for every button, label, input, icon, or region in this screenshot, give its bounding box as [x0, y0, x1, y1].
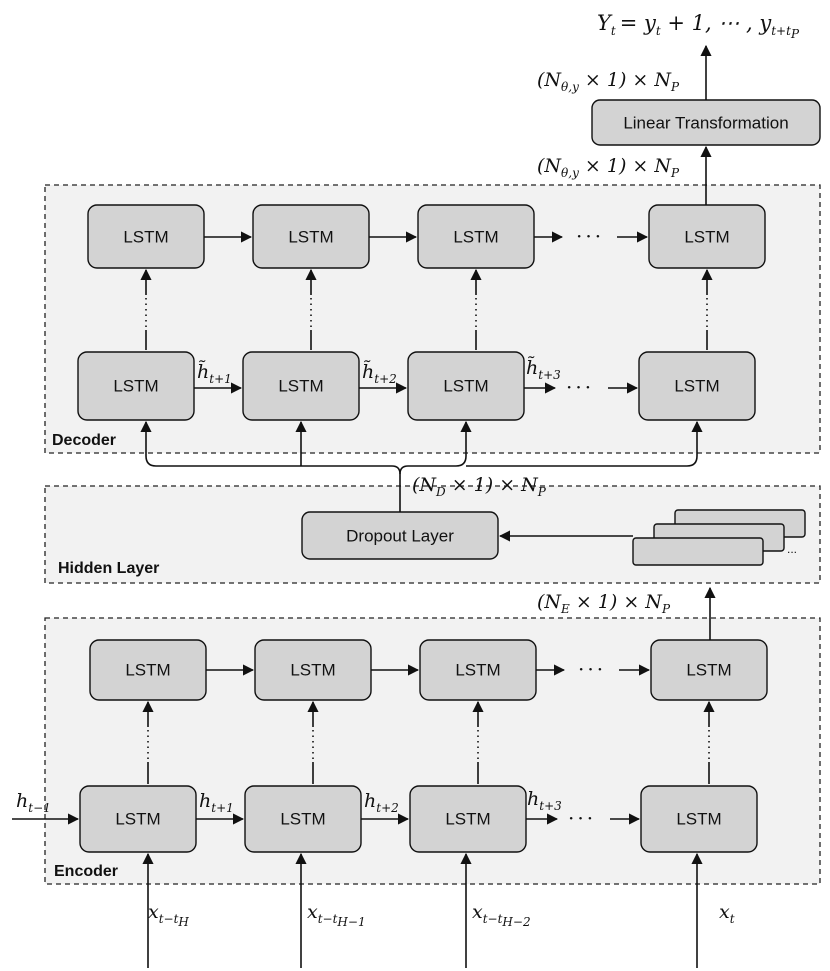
output-formula: Yt= yt + 1, ⋯ , yt+tP	[597, 11, 800, 41]
dropout-layer-label: Dropout Layer	[346, 527, 454, 546]
decoder-hidden-label-1: h̃t+1	[197, 360, 232, 386]
hidden-layer-dim: (ND × 1) × NP	[412, 474, 547, 499]
decoder-bottom-lstm-3	[407, 351, 525, 421]
decoder-top-lstm-3-label: LSTM	[453, 228, 498, 247]
encoder-top-lstm-4	[650, 639, 768, 701]
encoder-out-dim: (NE × 1) × NP	[537, 591, 671, 616]
encoder-bottom-lstm-2-label: LSTM	[280, 810, 325, 829]
encoder-hidden-label-1: ht+1	[199, 790, 234, 815]
decoder-top-lstm-4-label: LSTM	[684, 228, 729, 247]
branch-to-decoder-4	[466, 420, 703, 467]
decoder-top-lstm-2-label: LSTM	[288, 228, 333, 247]
decoder-bottom-lstm-1	[77, 351, 195, 421]
linear-transformation-box	[591, 99, 821, 146]
encoder-bottom-lstm-1-label: LSTM	[115, 810, 160, 829]
decoder-top-ellipsis: ···	[576, 224, 604, 248]
encoder-bottom-lstm-4-label: LSTM	[676, 810, 721, 829]
stack-ellipsis: ...	[787, 542, 797, 556]
linear-out-dim: (Nθ,y × 1) × NP	[537, 69, 680, 94]
decoder-hidden-label-2: h̃t+2	[362, 360, 397, 386]
stack-sheet-front	[632, 537, 764, 566]
encoder-bottom-lstm-4	[640, 785, 758, 853]
branch-to-decoder-1	[140, 420, 401, 486]
decoder-bottom-lstm-2-label: LSTM	[278, 377, 323, 396]
linear-transformation-label: Linear Transformation	[623, 114, 788, 133]
dropout-layer-box	[301, 511, 499, 560]
encoder-top-ellipsis: ···	[578, 657, 606, 681]
decoder-bottom-lstm-1-label: LSTM	[113, 377, 158, 396]
decoder-bottom-ellipsis: ···	[566, 375, 594, 399]
decoder-bottom-lstm-4	[638, 351, 756, 421]
decoder-top-lstm-1-label: LSTM	[123, 228, 168, 247]
encoder-title: Encoder	[54, 863, 118, 880]
encoder-top-lstm-1-label: LSTM	[125, 661, 170, 680]
encoder-bottom-lstm-3-label: LSTM	[445, 810, 490, 829]
branch-to-decoder-3	[399, 420, 472, 475]
encoder-input-label-3: xt−tH−2	[472, 901, 531, 929]
linear-in-dim: (Nθ,y × 1) × NP	[537, 155, 680, 180]
decoder-bottom-lstm-3-label: LSTM	[443, 377, 488, 396]
encoder-initial-state-label: ht−1	[16, 790, 51, 815]
encoder-input-label-4: xt	[719, 901, 735, 926]
encoder-input-label-2: xt−tH−1	[307, 901, 366, 929]
encoder-top-lstm-2-label: LSTM	[290, 661, 335, 680]
encoder-bottom-ellipsis: ···	[568, 806, 596, 830]
decoder-hidden-label-3: h̃t+3	[526, 356, 561, 382]
encoder-top-lstm-4-label: LSTM	[686, 661, 731, 680]
encoder-top-lstm-3-label: LSTM	[455, 661, 500, 680]
encoder-hidden-label-3: ht+3	[527, 788, 562, 813]
encoder-input-label-1: xt−tH	[148, 901, 189, 929]
decoder-bottom-lstm-4-label: LSTM	[674, 377, 719, 396]
hidden-layer-title: Hidden Layer	[58, 560, 159, 577]
decoder-top-lstm-4	[648, 204, 766, 269]
decoder-title: Decoder	[52, 432, 116, 449]
encoder-hidden-label-2: ht+2	[364, 790, 399, 815]
decoder-bottom-lstm-2	[242, 351, 360, 421]
